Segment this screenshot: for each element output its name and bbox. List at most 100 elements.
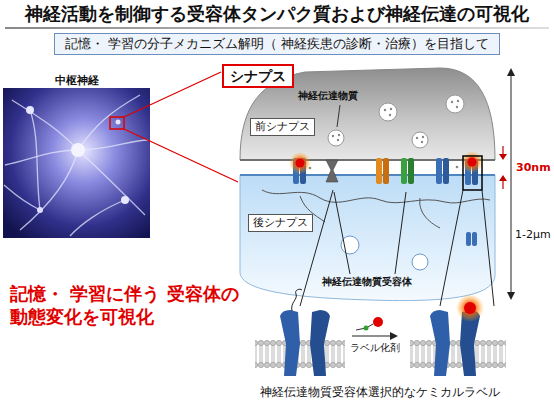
synaptic-vesicle (332, 135, 334, 137)
synaptic-vesicle (328, 130, 344, 146)
label-reagent (364, 326, 369, 331)
leader-line (482, 190, 494, 306)
synaptic-vesicle (389, 114, 391, 116)
receptor-symbol (468, 158, 477, 167)
postsynapse (262, 190, 490, 203)
dimension-label: 30nm (516, 161, 551, 175)
receptor-symbol (436, 158, 442, 184)
title-underline (5, 27, 549, 29)
receptor-channel (310, 310, 330, 376)
label-reagent (356, 324, 373, 330)
presynapse (240, 159, 495, 161)
leader-line (395, 192, 406, 274)
dimension-arrow (499, 175, 507, 181)
synaptic-vesicle (456, 166, 459, 169)
dimension-arrow (507, 68, 515, 76)
caption-label: 神経伝達物質受容体選択的なケミカルラベル (260, 385, 500, 400)
postsynapse (466, 232, 471, 246)
neuron-photo (78, 150, 145, 215)
synaptic-vesicle (337, 139, 339, 141)
receptor-symbol (289, 151, 483, 190)
leader-line (300, 190, 494, 306)
receptor-symbol (383, 158, 389, 184)
label-reagent (352, 317, 398, 340)
title-underline (5, 27, 549, 29)
neuron-photo (78, 140, 148, 150)
synaptic-vesicle (412, 132, 428, 148)
label-reagent (352, 335, 392, 336)
postsynapse (240, 175, 495, 301)
presynapse-box: 前シナプス (250, 118, 315, 136)
box-text: 後シナプス (253, 216, 308, 230)
region-label: 中枢神経 (55, 74, 99, 88)
receptor-symbol (296, 159, 305, 168)
zoom-marker (110, 117, 124, 129)
box-text: シナプス (230, 67, 286, 85)
dimension-arrow (507, 292, 515, 300)
receptor-symbol (401, 158, 407, 184)
receptor-symbol (289, 152, 311, 174)
synaptic-vesicle (446, 95, 464, 113)
neuron-photo (20, 150, 78, 230)
neuron-photo (37, 207, 43, 213)
neuron-photo (5, 150, 78, 165)
postsynapse (412, 254, 428, 270)
synaptic-vesicle (421, 141, 423, 143)
synaptic-vesicle (379, 103, 397, 121)
synaptic-vesicle (457, 100, 459, 102)
neuron-photo (3, 88, 150, 238)
neuron-photo (3, 88, 150, 238)
postsynapse (240, 174, 495, 176)
neuron-photo (71, 143, 85, 157)
postsynapse (472, 232, 477, 246)
lipid-membrane (410, 340, 506, 368)
goal-box: 記憶・ 学習の分子メカニズム解明（ 神経疾患の診断・治療）を目指して (54, 33, 500, 55)
neuron-photo (26, 106, 34, 114)
label-reagent (390, 332, 398, 340)
neuron-photo (4, 185, 40, 210)
neuron-photo (116, 120, 121, 125)
zoom-marker (124, 72, 221, 117)
neuron-photo (30, 110, 40, 210)
postsynapse (420, 198, 440, 228)
leader-line (300, 190, 333, 306)
receptor-channel (464, 302, 476, 314)
synaptic-vesicle (338, 134, 340, 136)
reagent-label: ラベル化剤 (350, 342, 400, 355)
receptor-channel (456, 294, 484, 322)
receptor-symbol (376, 158, 382, 184)
synaptic-vesicle (416, 137, 418, 139)
lipid-membrane (255, 340, 345, 368)
synaptic-vesicle (456, 106, 458, 108)
receptor-symbol (408, 158, 414, 184)
label-reagent (373, 317, 383, 327)
receptor-channel (430, 310, 450, 376)
leader-line (440, 190, 463, 306)
dimension-arrow (499, 68, 515, 300)
dimension-arrow (511, 74, 512, 294)
zoom-marker (124, 129, 238, 182)
receptor-channel (280, 310, 300, 376)
receptor-symbol (443, 158, 449, 184)
synaptic-vesicle (390, 108, 392, 110)
postsynapse (341, 236, 359, 254)
neuron-photo (70, 200, 125, 236)
part-label: 神経伝達物質受容体 (322, 276, 412, 289)
synapse-box: シナプス (222, 64, 294, 88)
receptor-symbol (326, 160, 338, 182)
part-label: 神経伝達物質 (298, 90, 358, 103)
receptor-channel (280, 289, 484, 376)
receptor-symbol (463, 156, 482, 190)
synaptic-vesicle (337, 105, 340, 127)
synaptic-vesicle (451, 101, 453, 103)
synaptic-vesicle (422, 136, 424, 138)
box-text: 前シナプス (255, 120, 310, 134)
receptor-channel (292, 289, 302, 311)
postsynapse (240, 175, 495, 301)
dimension-arrow (499, 154, 507, 160)
receptor-symbol (461, 151, 483, 173)
synaptic-vesicle (384, 109, 386, 111)
neuron-photo (121, 196, 129, 204)
